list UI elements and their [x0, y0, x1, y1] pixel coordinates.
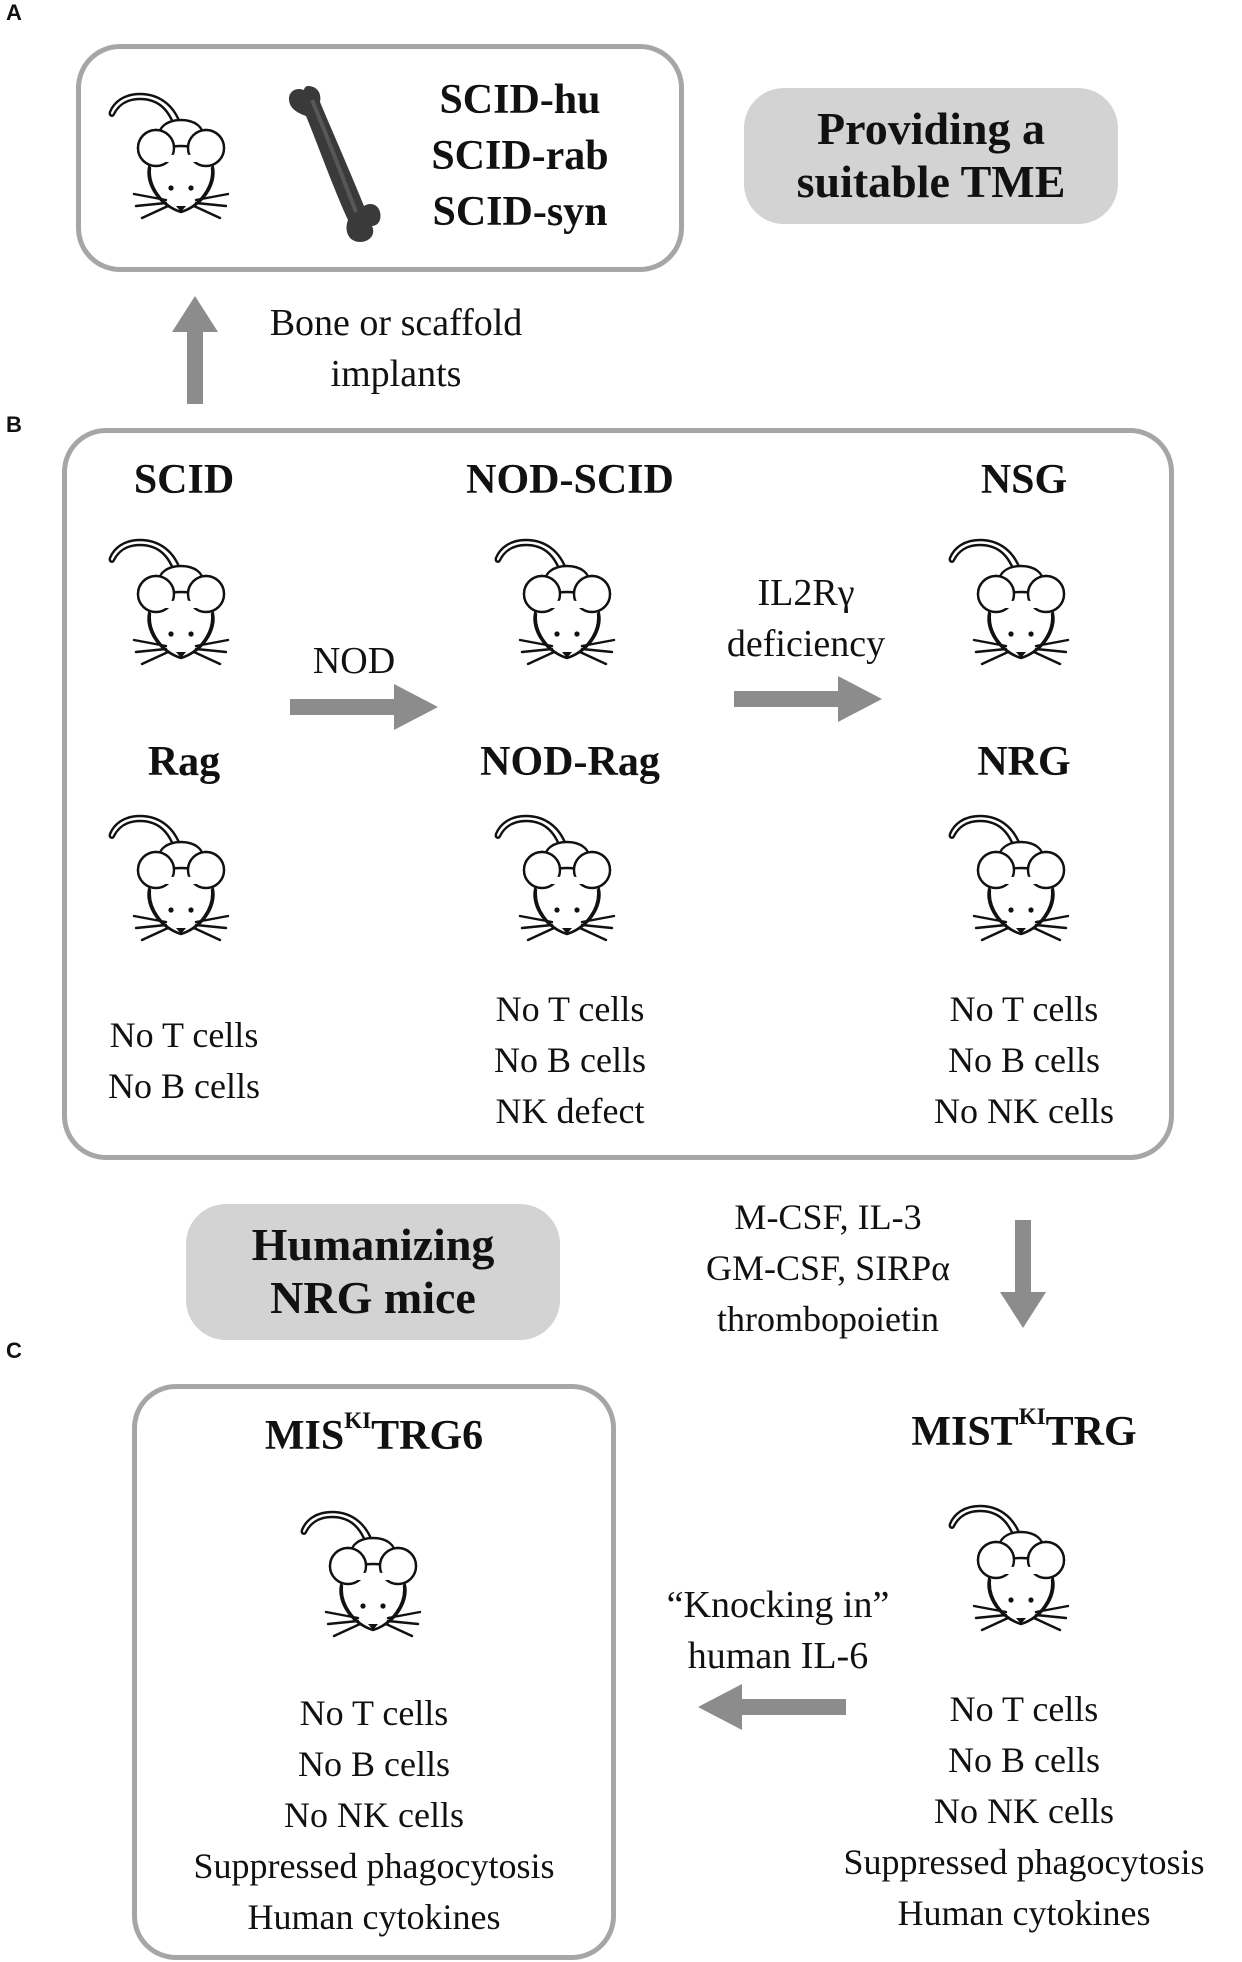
- mouse-icon: [946, 804, 1096, 954]
- bone-icon: [288, 86, 381, 242]
- title-nod-rag: NOD-Rag: [480, 739, 660, 785]
- title-scid: SCID: [133, 457, 235, 503]
- traits-nod-rag: No T cells No B cells NK defect: [494, 984, 646, 1137]
- traits-rag: No T cells No B cells: [108, 1010, 260, 1112]
- traits-miskitrg6: No T cells No B cells No NK cells Suppre…: [194, 1688, 555, 1943]
- title-nod-scid: NOD-SCID: [466, 457, 674, 503]
- traits-mistkitrg: No T cells No B cells No NK cells Suppre…: [844, 1684, 1205, 1939]
- arrow-left-icon: [698, 1684, 846, 1730]
- title-sup: KI: [1018, 1403, 1046, 1430]
- label-bone-line-1: Bone or scaffold: [269, 302, 523, 344]
- model-scid-hu: SCID-hu: [439, 77, 601, 123]
- arrow-up-icon: [172, 296, 218, 404]
- mouse-icon: [106, 804, 256, 954]
- title-sup: KI: [344, 1407, 372, 1434]
- mouse-icon: [946, 528, 1096, 678]
- label-il2rg-line-1: IL2Rγ: [757, 572, 855, 614]
- title-rag: Rag: [147, 739, 221, 785]
- panel-label-b: B: [6, 412, 22, 437]
- model-scid-syn: SCID-syn: [432, 189, 608, 235]
- label-cytokines-line-3: thrombopoietin: [717, 1299, 939, 1339]
- badge-humanizing-nrg: Humanizing NRG mice: [186, 1204, 560, 1340]
- trait: No T cells: [299, 1693, 449, 1733]
- trait: No NK cells: [934, 1091, 1114, 1131]
- title-miskitrg6: MISKITRG6: [264, 1409, 484, 1460]
- badge-line-1: Providing a: [817, 103, 1045, 155]
- label-bone-line-2: implants: [330, 353, 462, 395]
- badge-line-1: Humanizing: [251, 1219, 495, 1271]
- label-cytokines-line-1: M-CSF, IL-3: [734, 1197, 922, 1237]
- trait: Human cytokines: [247, 1897, 501, 1937]
- traits-nrg: No T cells No B cells No NK cells: [934, 984, 1114, 1137]
- trait: No NK cells: [934, 1791, 1114, 1831]
- trait: No T cells: [109, 1015, 259, 1055]
- title-mistkitrg: MISTKITRG: [911, 1405, 1137, 1456]
- title-nrg: NRG: [977, 739, 1071, 785]
- badge-suitable-tme: Providing a suitable TME: [744, 88, 1118, 224]
- label-il2rg-line-2: deficiency: [726, 623, 886, 665]
- trait: No T cells: [949, 1689, 1099, 1729]
- model-scid-rab: SCID-rab: [431, 133, 609, 179]
- arrow-right-icon: [290, 684, 438, 730]
- trait: Suppressed phagocytosis: [843, 1842, 1205, 1882]
- trait: No T cells: [949, 989, 1099, 1029]
- label-nod: NOD: [312, 640, 396, 682]
- mouse-icon: [106, 528, 256, 678]
- arrow-down-icon: [1000, 1220, 1046, 1328]
- trait: No B cells: [108, 1066, 260, 1106]
- label-il2rg: IL2Rγ deficiency: [727, 568, 885, 670]
- scid-models-list: SCID-hu SCID-rab SCID-syn: [412, 72, 628, 240]
- title-post: TRG6: [371, 1413, 484, 1459]
- mouse-icon: [298, 1500, 448, 1650]
- badge-line-2: NRG mice: [270, 1272, 476, 1323]
- trait: No B cells: [948, 1740, 1100, 1780]
- trait: Suppressed phagocytosis: [193, 1846, 555, 1886]
- label-knock-line-2: human IL-6: [687, 1635, 869, 1677]
- mouse-icon: [946, 1494, 1096, 1644]
- label-bone-implants: Bone or scaffold implants: [270, 298, 523, 400]
- mouse-icon: [492, 528, 642, 678]
- title-post: TRG: [1045, 1409, 1137, 1455]
- trait: No B cells: [494, 1040, 646, 1080]
- trait: No NK cells: [284, 1795, 464, 1835]
- panel-label-a: A: [6, 0, 22, 25]
- panel-a-box: [76, 44, 684, 272]
- badge-line-2: suitable TME: [796, 156, 1066, 207]
- trait: No T cells: [495, 989, 645, 1029]
- title-pre: MIS: [264, 1413, 345, 1459]
- trait: NK defect: [495, 1091, 645, 1131]
- title-pre: MIST: [911, 1409, 1019, 1455]
- trait: Human cytokines: [897, 1893, 1151, 1933]
- panel-label-c: C: [6, 1338, 22, 1363]
- label-cytokines-line-2: GM-CSF, SIRPα: [705, 1248, 951, 1288]
- panel-b-box: [62, 428, 1174, 1160]
- panel-c-box: [132, 1384, 616, 1960]
- trait: No B cells: [948, 1040, 1100, 1080]
- label-knocking-in: “Knocking in” human IL-6: [667, 1580, 890, 1682]
- label-knock-line-1: “Knocking in”: [666, 1584, 890, 1626]
- trait: No B cells: [298, 1744, 450, 1784]
- mouse-icon: [492, 804, 642, 954]
- arrow-right-icon: [734, 676, 882, 722]
- mouse-icon: [106, 82, 256, 232]
- label-cytokines: M-CSF, IL-3 GM-CSF, SIRPα thrombopoietin: [706, 1192, 950, 1345]
- title-nsg: NSG: [980, 457, 1068, 503]
